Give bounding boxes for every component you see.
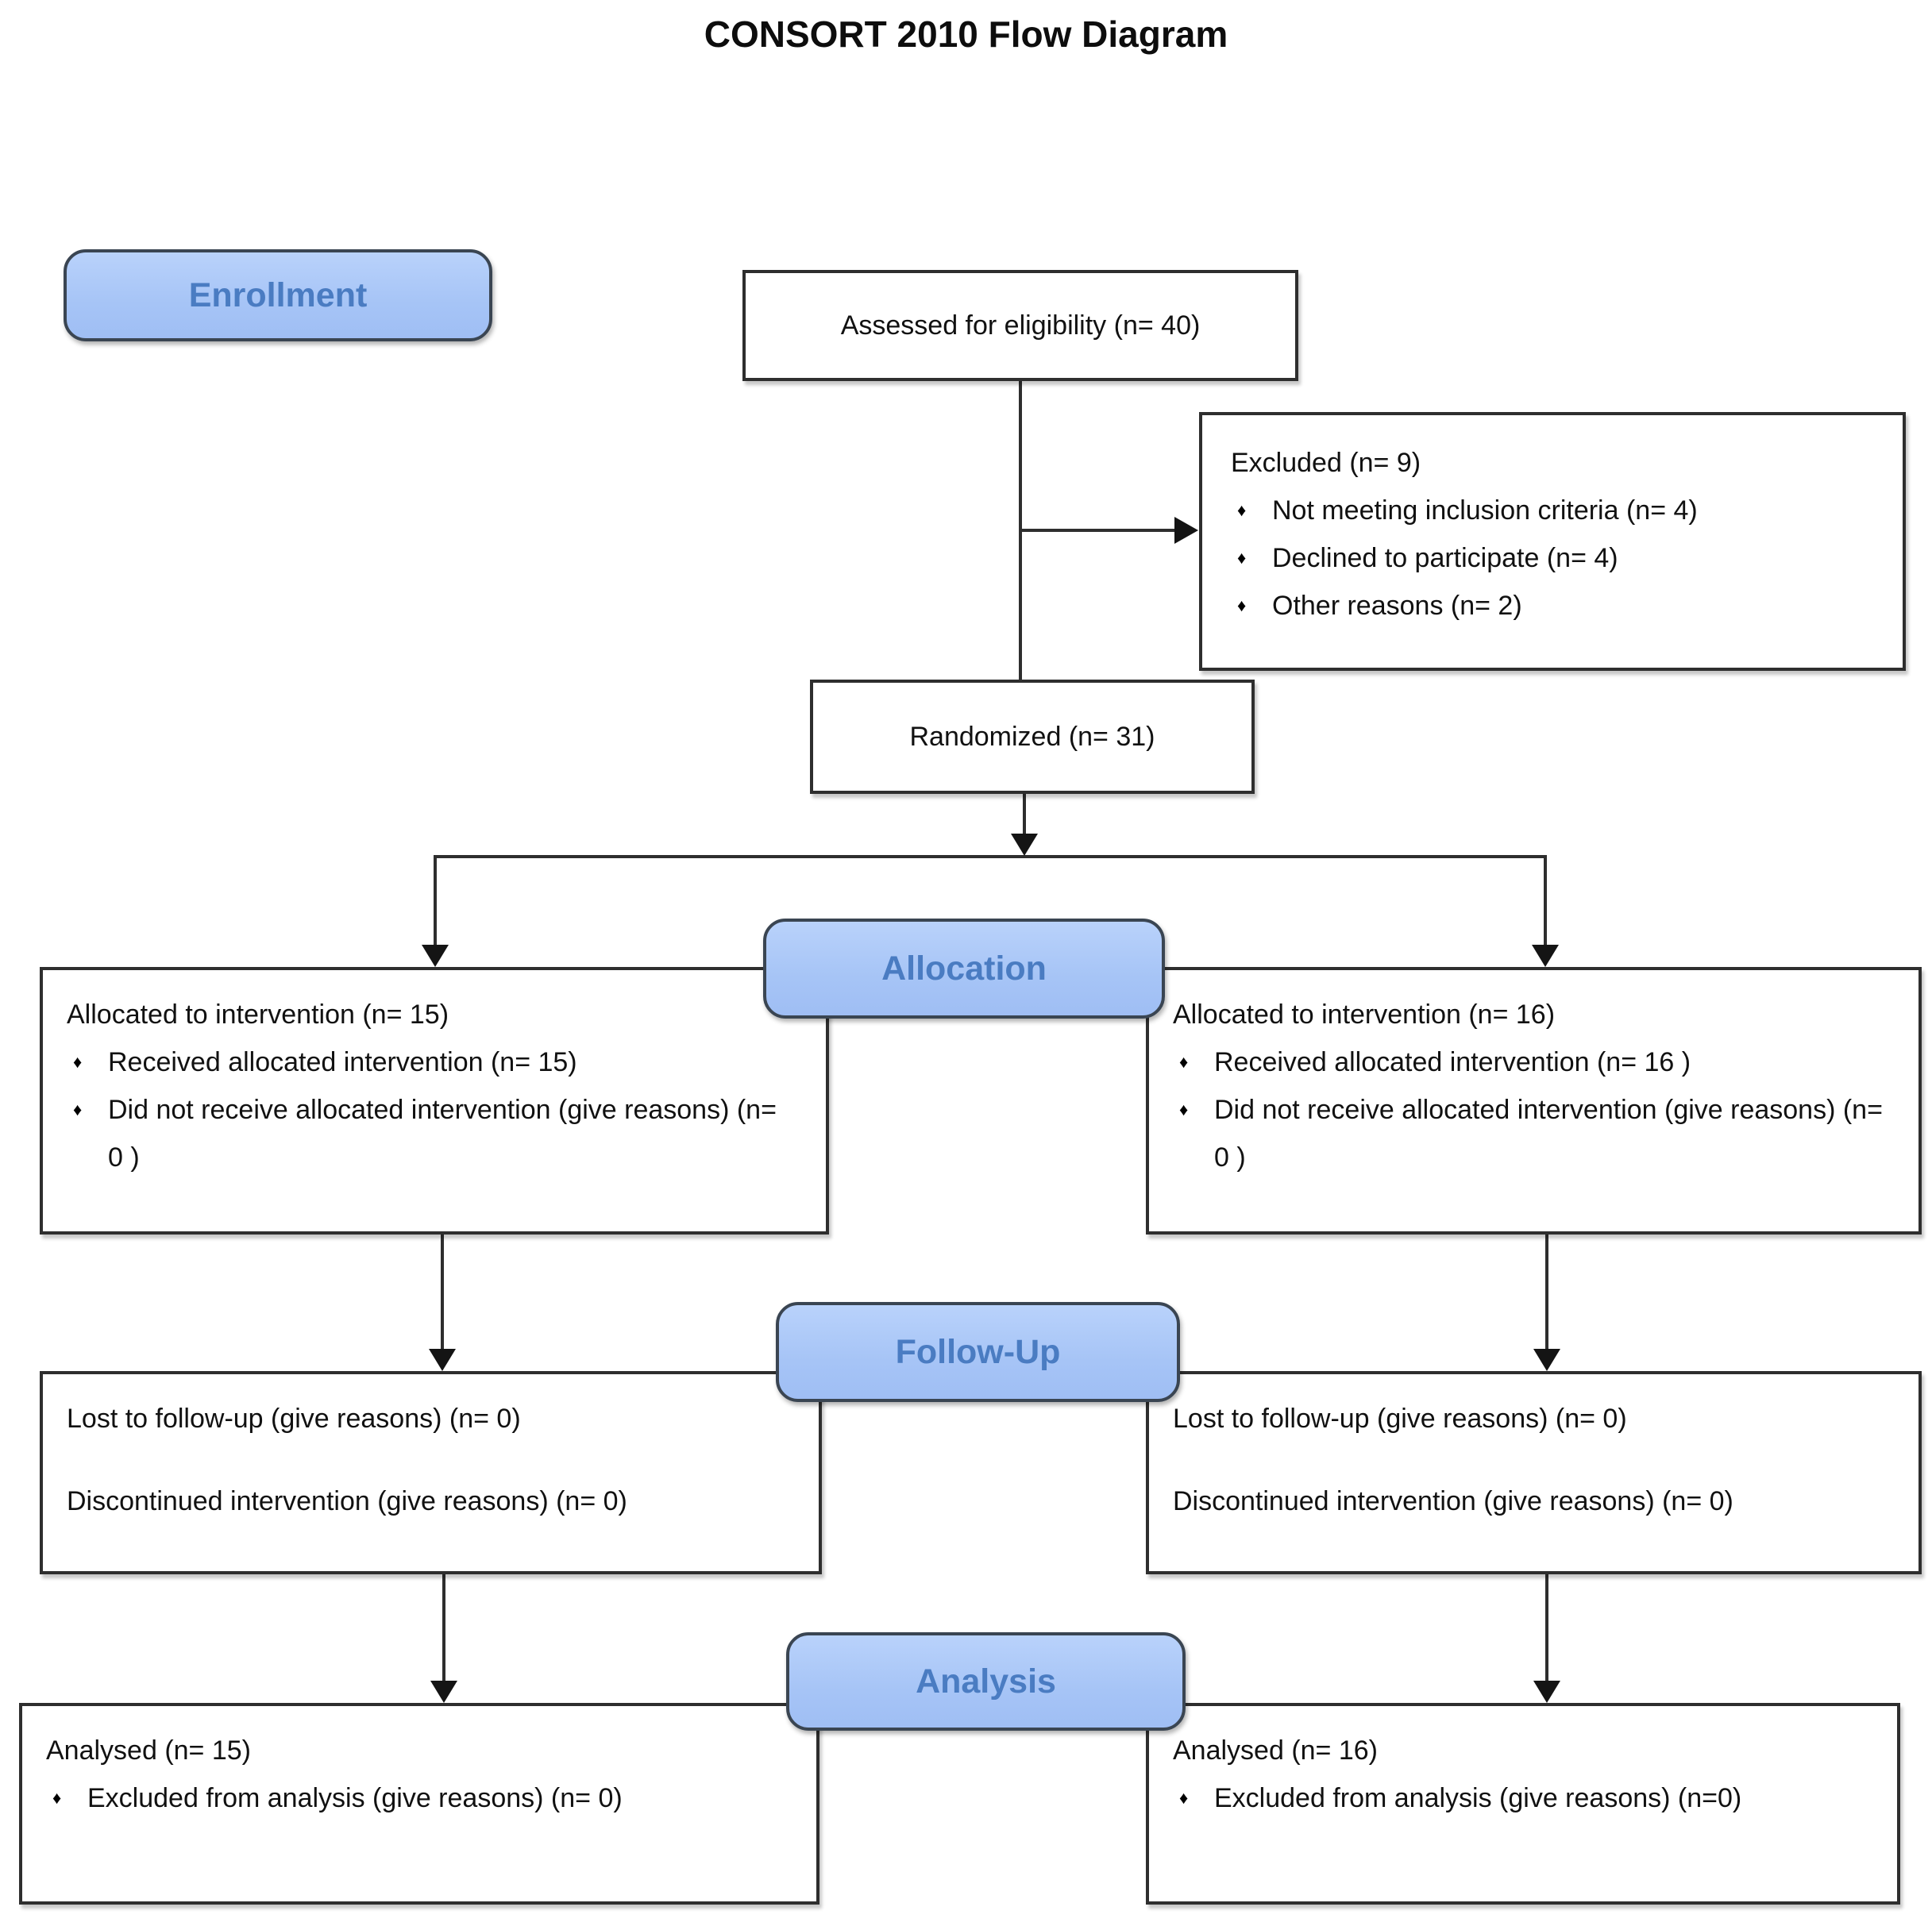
list-item: ♦ Excluded from analysis (give reasons) … (1173, 1774, 1865, 1822)
allocation-right-item-1: Received allocated intervention (n= 16 ) (1214, 1047, 1691, 1077)
line-follow-up-to-analysis-right (1545, 1574, 1548, 1681)
diamond-bullet-icon: ♦ (1179, 1788, 1189, 1808)
analysis-right-item-1: Excluded from analysis (give reasons) (n… (1214, 1783, 1742, 1813)
randomized-box: Randomized (n= 31) (810, 680, 1255, 794)
list-item: ♦ Other reasons (n= 2) (1231, 582, 1887, 630)
stage-label-allocation: Allocation (881, 949, 1047, 988)
line-branch-to-allocation-left (434, 855, 437, 945)
arrowhead-analysis-right (1533, 1681, 1560, 1703)
follow-up-box-left: Lost to follow-up (give reasons) (n= 0) … (40, 1371, 822, 1574)
stage-pill-analysis: Analysis (786, 1632, 1186, 1731)
list-item: ♦ Received allocated intervention (n= 15… (67, 1038, 794, 1086)
analysis-box-right: Analysed (n= 16) ♦ Excluded from analysi… (1146, 1703, 1900, 1905)
allocation-left-item-1: Received allocated intervention (n= 15) (108, 1047, 577, 1077)
arrowhead-follow-up-right (1533, 1349, 1560, 1371)
stage-label-follow-up: Follow-Up (895, 1332, 1061, 1371)
line-randomized-to-branch (1023, 794, 1026, 838)
follow-up-right-line-2: Discontinued intervention (give reasons)… (1173, 1486, 1733, 1516)
excluded-title: Excluded (n= 9) (1231, 448, 1421, 478)
list-item: ♦ Received allocated intervention (n= 16… (1173, 1038, 1887, 1086)
diagram-title: CONSORT 2010 Flow Diagram (704, 13, 1228, 55)
stage-pill-enrollment: Enrollment (64, 249, 492, 341)
randomized-text: Randomized (n= 31) (909, 722, 1155, 752)
arrowhead-branch (1011, 834, 1038, 856)
diamond-bullet-icon: ♦ (1237, 548, 1247, 568)
line-follow-up-to-analysis-left (442, 1574, 445, 1681)
analysis-right-title: Analysed (n= 16) (1173, 1735, 1378, 1766)
list-item: ♦ Not meeting inclusion criteria (n= 4) (1231, 487, 1887, 534)
line-to-excluded (1020, 529, 1174, 532)
analysis-box-left: Analysed (n= 15) ♦ Excluded from analysi… (19, 1703, 819, 1905)
follow-up-left-line-2: Discontinued intervention (give reasons)… (67, 1486, 627, 1516)
diamond-bullet-icon: ♦ (73, 1052, 83, 1072)
line-allocation-to-follow-up-right (1545, 1235, 1548, 1349)
list-item: ♦ Declined to participate (n= 4) (1231, 534, 1887, 582)
line-branch-horizontal (435, 855, 1547, 858)
allocation-right-item-2: Did not receive allocated intervention (… (1214, 1095, 1883, 1173)
diamond-bullet-icon: ♦ (1179, 1052, 1189, 1072)
analysis-left-item-1: Excluded from analysis (give reasons) (n… (87, 1783, 623, 1813)
excluded-item-2: Declined to participate (n= 4) (1272, 543, 1618, 573)
allocation-left-item-2: Did not receive allocated intervention (… (108, 1095, 777, 1173)
allocation-right-title: Allocated to intervention (n= 16) (1173, 1000, 1556, 1030)
assessed-text: Assessed for eligibility (n= 40) (840, 310, 1201, 341)
follow-up-left-line-1: Lost to follow-up (give reasons) (n= 0) (67, 1404, 521, 1434)
allocation-box-right: Allocated to intervention (n= 16) ♦ Rece… (1146, 967, 1922, 1235)
arrowhead-excluded (1174, 517, 1198, 544)
excluded-item-1: Not meeting inclusion criteria (n= 4) (1272, 495, 1698, 526)
excluded-item-3: Other reasons (n= 2) (1272, 591, 1522, 621)
line-branch-to-allocation-right (1544, 855, 1547, 945)
analysis-left-title: Analysed (n= 15) (46, 1735, 251, 1766)
stage-label-enrollment: Enrollment (188, 275, 368, 314)
arrowhead-analysis-left (430, 1681, 457, 1703)
excluded-box: Excluded (n= 9) ♦ Not meeting inclusion … (1199, 412, 1906, 671)
stage-label-analysis: Analysis (916, 1662, 1056, 1701)
arrowhead-allocation-left (422, 945, 449, 967)
follow-up-right-line-1: Lost to follow-up (give reasons) (n= 0) (1173, 1404, 1627, 1434)
stage-pill-allocation: Allocation (763, 919, 1165, 1019)
assessed-box: Assessed for eligibility (n= 40) (742, 270, 1298, 381)
list-item: ♦ Did not receive allocated intervention… (67, 1086, 794, 1181)
diamond-bullet-icon: ♦ (1179, 1100, 1189, 1119)
list-item: ♦ Excluded from analysis (give reasons) … (46, 1774, 785, 1822)
arrowhead-follow-up-left (429, 1349, 456, 1371)
diamond-bullet-icon: ♦ (52, 1788, 62, 1808)
stage-pill-follow-up: Follow-Up (776, 1302, 1180, 1402)
follow-up-box-right: Lost to follow-up (give reasons) (n= 0) … (1146, 1371, 1922, 1574)
diamond-bullet-icon: ♦ (1237, 500, 1247, 520)
allocation-left-title: Allocated to intervention (n= 15) (67, 1000, 449, 1030)
diamond-bullet-icon: ♦ (73, 1100, 83, 1119)
list-item: ♦ Did not receive allocated intervention… (1173, 1086, 1887, 1181)
line-allocation-to-follow-up-left (441, 1235, 444, 1349)
allocation-box-left: Allocated to intervention (n= 15) ♦ Rece… (40, 967, 829, 1235)
arrowhead-allocation-right (1532, 945, 1559, 967)
diamond-bullet-icon: ♦ (1237, 595, 1247, 615)
